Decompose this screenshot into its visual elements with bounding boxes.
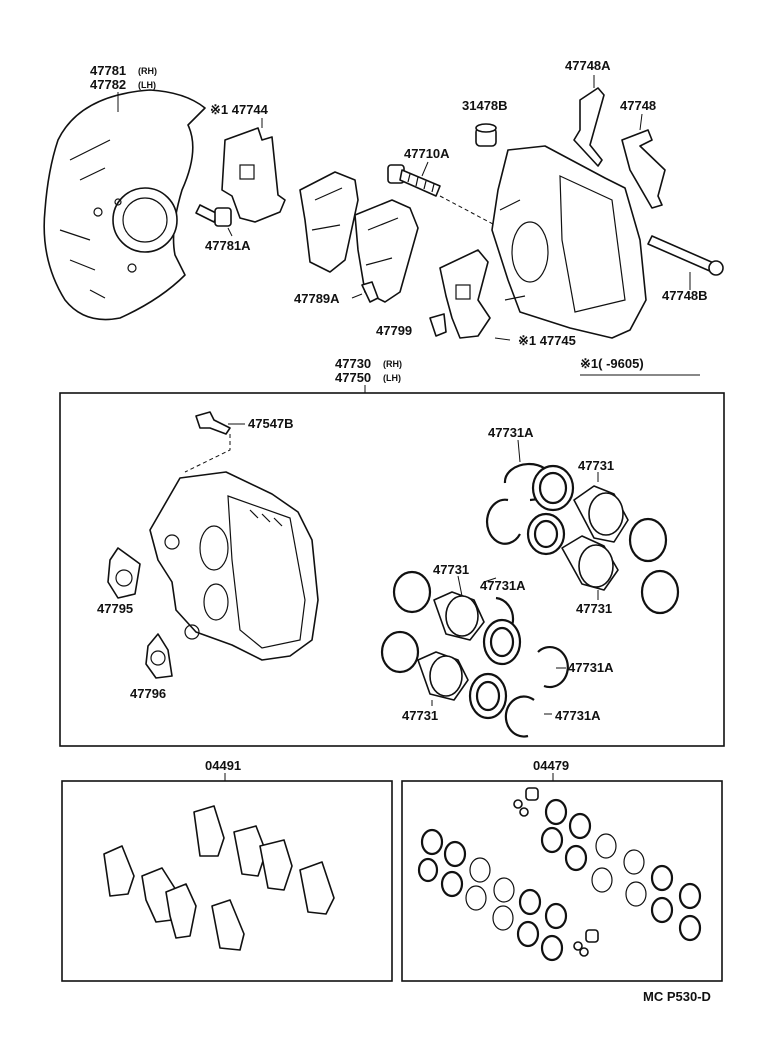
- piston-seal-d: [640, 569, 680, 615]
- shield-bolt: 47781A: [195, 204, 251, 253]
- caliper-detail-frame: [59, 392, 725, 747]
- piston-seal-b-inner: [533, 519, 559, 549]
- piston-seal-f-inner: [489, 626, 515, 658]
- bush-upper: 47795: [97, 547, 141, 616]
- bush-lower: 47796: [130, 633, 173, 701]
- seal-kit-4-label: 47731A: [555, 708, 601, 723]
- pad-support-spring: 47748: [620, 98, 666, 209]
- caliper-lh-tag: (LH): [383, 373, 401, 383]
- piston-4: 47731: [402, 651, 469, 723]
- small-clip: 47799: [376, 313, 447, 338]
- caliper-bolt-label: 47710A: [404, 146, 450, 161]
- footnote: ※1( -9605): [580, 356, 700, 376]
- shield-label-group: 47781 (RH) 47782 (LH): [90, 63, 157, 112]
- shim-1-label: ※1 47744: [210, 102, 269, 117]
- pad-pin: 47748B: [647, 235, 724, 303]
- seal-kit-2-label: 47731A: [480, 578, 526, 593]
- shim-2-label: ※1 47745: [518, 333, 576, 348]
- pad-clip-label: 47789A: [294, 291, 340, 306]
- anti-squeal-shim-2: ※1 47745: [439, 249, 576, 348]
- cylinder-kit-label: 04479: [533, 758, 569, 773]
- pad-kit-parts: [103, 805, 335, 951]
- piston-4-label: 47731: [402, 708, 438, 723]
- disc-pad-2: [354, 199, 419, 303]
- bush-upper-label: 47795: [97, 601, 133, 616]
- piston-seal-c: [628, 517, 668, 563]
- disc-pad-1: [299, 171, 359, 273]
- footnote-text: ※1( -9605): [580, 356, 644, 371]
- caliper-number-rh: 47730: [335, 356, 371, 371]
- piston-1-label: 47731: [578, 458, 614, 473]
- spring-a-label: 47748A: [565, 58, 611, 73]
- seal-ring-2: [485, 498, 521, 545]
- pad-kit-frame: [61, 780, 393, 982]
- disc-dust-shield: [43, 89, 206, 321]
- piston-2-label: 47731: [576, 601, 612, 616]
- pad-support-spring-a: 47748A: [565, 58, 611, 167]
- anti-squeal-shim-1: ※1 47744: [210, 102, 286, 223]
- piston-seal-g: [380, 630, 420, 674]
- piston-seal-e: [392, 570, 432, 614]
- piston-2: 47731: [561, 535, 619, 616]
- piston-seal-a-inner: [538, 471, 568, 505]
- caliper-body: [149, 471, 319, 661]
- pad-clip: 47789A: [294, 281, 379, 306]
- pad-kit-label: 04491: [205, 758, 241, 773]
- shield-lh-tag: (LH): [138, 80, 156, 90]
- spring-label: 47748: [620, 98, 656, 113]
- shield-rh-tag: (RH): [138, 66, 157, 76]
- shield-part-number-rh: 47781: [90, 63, 126, 78]
- bleeder-label: 47547B: [248, 416, 294, 431]
- caliper-assembly-label: 47730 (RH) 47750 (LH): [335, 356, 402, 393]
- piston-1: 47731: [573, 458, 629, 543]
- piston-seal-h-inner: [475, 680, 501, 712]
- diagram-code: MC P530-D: [643, 989, 711, 1004]
- seal-ring-5: [504, 695, 535, 738]
- seal-ring-4: [537, 645, 569, 689]
- seal-kit-1-label: 47731A: [488, 425, 534, 440]
- bleeder-plug: 47547B: [184, 411, 294, 473]
- shield-bolt-label: 47781A: [205, 238, 251, 253]
- seal-kit-3-label: 47731A: [568, 660, 614, 675]
- piston-3-label: 47731: [433, 562, 469, 577]
- pin-label: 47748B: [662, 288, 708, 303]
- bush-lower-label: 47796: [130, 686, 166, 701]
- caliper-cap: 31478B: [462, 98, 508, 147]
- caliper-number-lh: 47750: [335, 370, 371, 385]
- cap-label: 31478B: [462, 98, 508, 113]
- piston-3: 47731: [433, 562, 485, 641]
- caliper-assembly-top: [491, 145, 647, 339]
- cylinder-kit-frame: [401, 780, 723, 982]
- small-clip-label: 47799: [376, 323, 412, 338]
- shield-part-number-lh: 47782: [90, 77, 126, 92]
- cylinder-kit-parts: [417, 787, 702, 962]
- caliper-rh-tag: (RH): [383, 359, 402, 369]
